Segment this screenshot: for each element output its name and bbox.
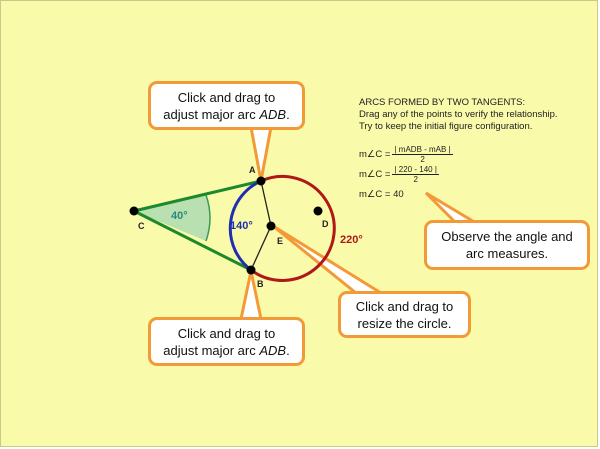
point-a[interactable]	[256, 176, 266, 186]
minor-arc-ab	[228, 179, 262, 272]
equation-values-denominator: 2	[413, 175, 418, 184]
callout-bottom: Click and drag to adjust major arc ADB.	[148, 317, 305, 366]
callout-center-line-2: resize the circle.	[357, 315, 452, 331]
label-a: A	[249, 165, 256, 175]
angle-c-sector	[134, 195, 210, 241]
tangent-ca	[133, 179, 262, 213]
callout-bottom-line-1: Click and drag to	[177, 325, 276, 341]
equation-formula-numerator: | mADB - mAB |	[392, 145, 453, 155]
equation-values-fraction: | 220 - 140 | 2	[392, 165, 439, 184]
equation-formula-lhs: m∠C =	[359, 149, 391, 160]
callout-right-tail	[424, 191, 482, 225]
radius-eb	[250, 225, 272, 271]
label-b: B	[257, 279, 264, 289]
instructions-line-1: Drag any of the points to verify the rel…	[359, 109, 558, 120]
minor-arc-value: 140°	[230, 220, 253, 232]
equation-formula: m∠C = | mADB - mAB | 2	[359, 145, 453, 164]
radius-ea	[260, 180, 272, 227]
point-b[interactable]	[246, 265, 256, 275]
callout-center-line-1: Click and drag to	[355, 298, 454, 314]
point-e[interactable]	[266, 221, 276, 231]
equation-result: m∠C = 40	[359, 189, 404, 200]
callout-bottom-line-2: adjust major arc ADB.	[163, 342, 289, 359]
point-c[interactable]	[129, 206, 139, 216]
callout-center-tail	[272, 224, 387, 295]
callout-top-arc-name: ADB	[259, 106, 287, 122]
instructions-title: ARCS FORMED BY TWO TANGENTS:	[359, 97, 526, 108]
callout-bottom-line-2-text: adjust major arc	[163, 342, 260, 358]
equation-formula-denominator: 2	[420, 155, 425, 164]
callout-top-line-2: adjust major arc ADB.	[163, 106, 289, 123]
callout-center: Click and drag to resize the circle.	[338, 291, 471, 338]
label-d: D	[322, 219, 329, 229]
callout-top-line-1: Click and drag to	[177, 89, 276, 105]
callout-right-line-2: arc measures.	[465, 246, 549, 261]
label-e: E	[277, 236, 283, 246]
callout-top: Click and drag to adjust major arc ADB.	[148, 81, 305, 130]
angle-c-value: 40°	[171, 210, 188, 222]
callout-top-line-2-text: adjust major arc	[163, 106, 260, 122]
label-c: C	[138, 221, 145, 231]
instructions-block: ARCS FORMED BY TWO TANGENTS: Drag any of…	[359, 97, 589, 133]
callout-right-line-1: Observe the angle and	[441, 229, 573, 244]
major-arc-adb[interactable]	[250, 174, 336, 282]
equation-formula-fraction: | mADB - mAB | 2	[392, 145, 453, 164]
point-d[interactable]	[313, 206, 323, 216]
equation-values: m∠C = | 220 - 140 | 2	[359, 165, 439, 184]
callout-right: Observe the angle and arc measures.	[424, 220, 590, 270]
callout-top-period: .	[286, 106, 290, 122]
callout-bottom-arc-name: ADB	[259, 342, 287, 358]
instructions-line-2: Try to keep the initial figure configura…	[359, 121, 533, 132]
tangent-cb	[133, 209, 252, 272]
equation-values-numerator: | 220 - 140 |	[392, 165, 439, 175]
callout-bottom-period: .	[286, 342, 290, 358]
equation-values-lhs: m∠C =	[359, 169, 391, 180]
angle-c-arc	[205, 194, 211, 242]
major-arc-value: 220°	[340, 234, 363, 246]
